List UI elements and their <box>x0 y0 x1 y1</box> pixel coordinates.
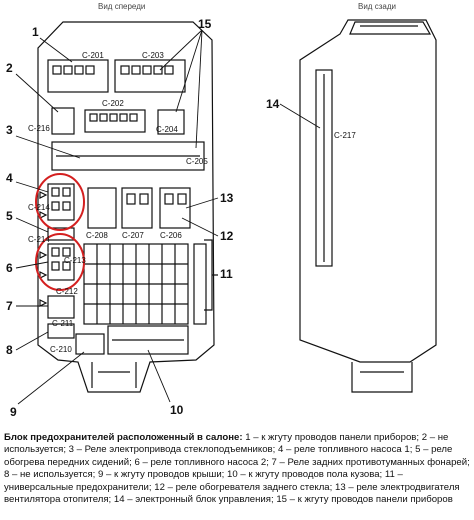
diagram-canvas: Вид спереди Вид сзади C-201 C-203 C-202 … <box>6 2 437 419</box>
relay-c208-body <box>87 187 117 229</box>
relay-4-body <box>47 183 75 221</box>
connector-label-c211: C-211 <box>52 319 74 328</box>
callout-9: 9 <box>10 405 17 419</box>
connector-label-c210: C-210 <box>50 345 72 354</box>
connector-c204-body <box>157 109 185 135</box>
callout-5: 5 <box>6 209 13 223</box>
connector-c202-body <box>84 109 146 133</box>
callout-15: 15 <box>198 17 212 31</box>
back-housing-outline <box>299 19 437 363</box>
connector-label-c201: C-201 <box>82 51 104 60</box>
connector-c203-body <box>114 59 186 93</box>
connector-label-c217: C-217 <box>334 131 356 140</box>
callout-2: 2 <box>6 61 13 75</box>
caption-title: Блок предохранителей расположенный в сал… <box>4 432 243 443</box>
connector-label-c202: C-202 <box>102 99 124 108</box>
callout-6: 6 <box>6 261 13 275</box>
connector-label-c205: C-205 <box>186 157 208 166</box>
callout-11: 11 <box>220 267 233 281</box>
connector-label-c214: C-214 <box>28 203 50 212</box>
highlight-circle-relay-4 <box>35 173 85 231</box>
relay-8-body <box>47 323 75 339</box>
callout-4: 4 <box>6 171 13 185</box>
connector-label-c208: C-208 <box>86 231 108 240</box>
highlight-circle-relay-6 <box>35 233 85 291</box>
callout-13: 13 <box>220 191 234 205</box>
caption-body: 1 – к жгуту проводов панели приборов; 2 … <box>4 432 470 506</box>
connector-label-c214b: C-214 <box>28 235 50 244</box>
callout-1: 1 <box>32 25 39 39</box>
callout-12: 12 <box>220 229 234 243</box>
connector-c217-body <box>315 69 333 267</box>
connector-c216-body <box>51 107 75 135</box>
bracket-11 <box>204 239 218 311</box>
connector-c205-body <box>51 141 205 171</box>
callout-10: 10 <box>170 403 184 417</box>
callout-14: 14 <box>266 97 280 111</box>
back-top-ribs <box>349 21 432 35</box>
relay-7-body <box>47 295 75 319</box>
relay-c206-body <box>159 187 191 229</box>
connector-c201-body <box>47 59 109 93</box>
connector-label-c207: C-207 <box>122 231 144 240</box>
front-housing-outline <box>37 21 215 393</box>
connector-c210-body <box>75 333 105 355</box>
connector-label-c216: C-216 <box>28 124 50 133</box>
fuse-column-right <box>193 243 207 325</box>
relay-5-body <box>47 227 75 241</box>
connector-label-c213: C-213 <box>64 256 86 265</box>
connector-label-c203: C-203 <box>142 51 164 60</box>
connector-label-c204: C-204 <box>156 125 178 134</box>
relay-c207-body <box>121 187 153 229</box>
connector-floor-body <box>107 325 189 355</box>
callout-3: 3 <box>6 123 13 137</box>
front-view-label: Вид спереди <box>98 2 145 11</box>
legend-caption: Блок предохранителей расположенный в сал… <box>4 432 470 506</box>
callout-7: 7 <box>6 299 13 313</box>
back-view-label: Вид сзади <box>358 2 396 11</box>
connector-label-c212: C-212 <box>56 287 78 296</box>
connector-label-c206: C-206 <box>160 231 182 240</box>
front-bottom-tab <box>91 362 137 388</box>
callout-8: 8 <box>6 343 13 357</box>
